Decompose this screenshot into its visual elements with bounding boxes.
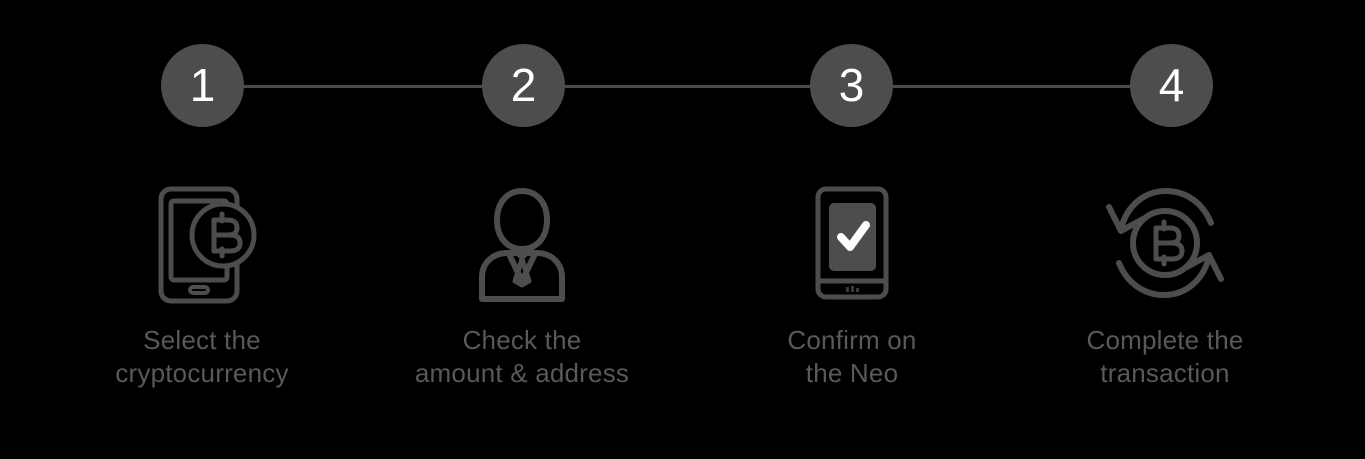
step-number-1: 1 [189,58,216,111]
step-column-3: Confirm on the Neo [702,175,1002,390]
step-icon-wrap-3 [796,175,908,310]
step-number-4: 4 [1158,58,1185,111]
connector-2-3 [565,85,820,88]
step-caption-4: Complete the transaction [1086,325,1244,388]
step-column-4: Complete the transaction [1015,175,1315,390]
connector-3-4 [888,85,1138,88]
step-caption-1: Select the cryptocurrency [115,325,289,388]
step-icon-wrap-1 [146,175,258,310]
step-circle-3[interactable]: 3 [810,44,893,127]
connector-1-2 [240,85,532,88]
step-icon-wrap-2 [466,175,578,310]
bitcoin-refresh-arrows-icon [1106,187,1224,298]
step-caption-3: Confirm on the Neo [787,325,917,388]
step-circle-4[interactable]: 4 [1130,44,1213,127]
stepper-rail: 1 2 3 4 [0,0,1365,170]
device-logo-mark [846,285,859,292]
step-icon-wrap-4 [1103,175,1227,310]
step-circle-2[interactable]: 2 [482,44,565,127]
step-number-3: 3 [838,58,865,111]
step-number-2: 2 [510,58,537,111]
hardware-wallet-checkmark-icon [815,186,889,299]
step-column-2: Check the amount & address [372,175,672,390]
step-column-1: Select the cryptocurrency [52,175,352,390]
person-suit-icon [479,187,565,302]
smartphone-bitcoin-icon [158,186,257,303]
step-caption-2: Check the amount & address [414,325,630,388]
step-circle-1[interactable]: 1 [161,44,244,127]
